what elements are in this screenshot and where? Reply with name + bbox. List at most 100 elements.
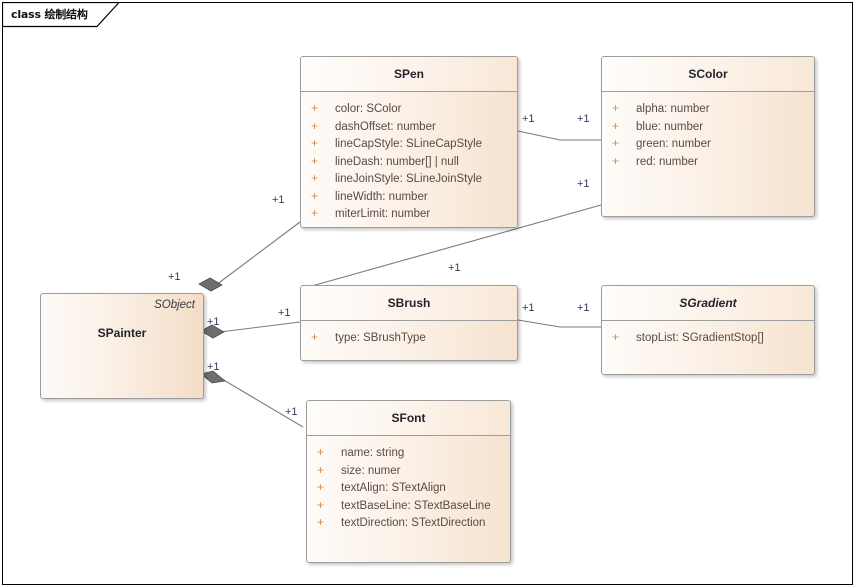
class-name-spen: SPen	[393, 67, 424, 81]
multiplicity-label-painter-bottom: +1	[207, 361, 220, 373]
attribute-row: + dashOffset: number	[301, 118, 517, 136]
attribute-row: + miterLimit: number	[301, 205, 517, 223]
attribute-text: miterLimit: number	[335, 208, 431, 220]
class-header-sfont: SFont	[307, 401, 510, 436]
parent-class-label: SObject	[154, 299, 195, 311]
link-sbrush-scolor	[300, 204, 602, 290]
class-name-spainter: SPainter	[97, 326, 147, 340]
visibility-marker: +	[612, 153, 620, 168]
attribute-row: + lineJoinStyle: SLineJoinStyle	[301, 170, 517, 188]
class-header-spen: SPen	[301, 57, 517, 92]
attribute-row: + green: number	[602, 135, 814, 153]
visibility-marker: +	[317, 515, 325, 529]
multiplicity-label-sbrush-right: +1	[522, 302, 535, 314]
visibility-marker: +	[311, 153, 319, 168]
class-header-sbrush: SBrush	[301, 286, 517, 321]
attribute-text: textDirection: STextDirection	[341, 517, 486, 529]
visibility-marker: +	[311, 206, 319, 220]
attribute-row: + lineWidth: number	[301, 188, 517, 206]
multiplicity-label-sfont-left: +1	[285, 406, 298, 418]
class-box-spen[interactable]: SPen +color: SColor +dashOffset: number …	[300, 56, 518, 228]
attribute-row: +lineCapStyle: SLineCapStyle	[301, 135, 517, 153]
visibility-marker: +	[612, 136, 620, 150]
visibility-marker: +	[317, 445, 325, 459]
multiplicity-label-sbrush-left: +1	[278, 307, 291, 319]
attribute-text: name: string	[341, 447, 405, 459]
attribute-row: + stopList: SGradientStop[]	[602, 329, 814, 347]
link-spainter-sfont	[200, 370, 304, 428]
attribute-row: + name: string	[307, 444, 510, 462]
class-name-sgradient: SGradient	[679, 296, 737, 310]
attribute-row: + textBaseLine: STextBaseLine	[307, 497, 510, 515]
class-attributes-sbrush: + type: SBrushType	[301, 321, 517, 353]
class-box-sbrush[interactable]: SBrush + type: SBrushType	[300, 285, 518, 361]
visibility-marker: +	[311, 136, 319, 150]
visibility-marker: +	[317, 480, 325, 494]
class-attributes-scolor: +alpha: number +blue: number +green: num…	[602, 92, 814, 176]
composition-diamond-icon	[198, 277, 223, 292]
class-box-sfont[interactable]: SFont + name: string + size: numer + textAl…	[306, 400, 511, 563]
visibility-marker: +	[317, 462, 325, 477]
visibility-marker: +	[612, 330, 620, 344]
link-spainter-sbrush	[200, 321, 301, 339]
class-name-scolor: SColor	[688, 67, 728, 81]
attribute-text: blue: number	[636, 120, 704, 133]
class-box-sgradient[interactable]: SGradient + stopList: SGradientStop[]	[601, 285, 815, 375]
class-header-sgradient: SGradient	[602, 286, 814, 321]
multiplicity-label-scolor-left: +1	[577, 113, 590, 125]
class-box-spainter[interactable]: SObject SPainter	[40, 293, 204, 399]
attribute-text: size: numer	[341, 464, 401, 477]
attribute-text: stopList: SGradientStop[]	[636, 332, 764, 344]
multiplicity-label-sbrush-topright: +1	[448, 262, 461, 274]
link-sbrush-sgradient	[517, 319, 601, 328]
class-name-sbrush: SBrush	[387, 296, 431, 310]
visibility-marker: +	[311, 330, 319, 344]
attribute-text: color: SColor	[335, 103, 402, 115]
visibility-marker: +	[311, 171, 319, 185]
composition-diamond-icon	[200, 370, 226, 384]
class-attributes-spen: +color: SColor +dashOffset: number +line…	[301, 92, 517, 227]
class-attributes-sfont: + name: string + size: numer + textAlign: S…	[307, 436, 510, 538]
visibility-marker: +	[311, 118, 319, 133]
attribute-row: + blue: number	[602, 118, 814, 136]
attribute-text: textBaseLine: STextBaseLine	[341, 499, 491, 512]
multiplicity-label-sgradient-left: +1	[577, 302, 590, 314]
attribute-row: + textAlign: STextAlign	[307, 479, 510, 497]
multiplicity-label-scolor-bottom: +1	[577, 178, 590, 190]
attribute-row: + textDirection: STextDirection	[307, 514, 510, 532]
attribute-row: +alpha: number	[602, 100, 814, 118]
attribute-text: lineWidth: number	[335, 190, 428, 203]
attribute-row: + color: SColor	[301, 100, 517, 118]
visibility-marker: +	[311, 188, 319, 203]
multiplicity-label-spen-left: +1	[272, 194, 285, 206]
visibility-marker: +	[317, 497, 325, 512]
attribute-text: alpha: number	[636, 103, 710, 115]
visibility-marker: +	[612, 118, 620, 133]
attribute-text: green: number	[636, 138, 711, 150]
attribute-row: + size: numer	[307, 462, 510, 480]
attribute-text: lineDash: number[] | null	[335, 155, 459, 168]
attribute-row: + red: number	[602, 153, 814, 171]
class-header-scolor: SColor	[602, 57, 814, 92]
attribute-row: + lineDash: number[] | null	[301, 153, 517, 171]
composition-diamond-icon	[200, 324, 225, 339]
link-spen-scolor	[517, 130, 601, 141]
attribute-text: lineJoinStyle: SLineJoinStyle	[335, 173, 483, 185]
page-title: class 绘制结构	[11, 8, 88, 21]
attribute-text: dashOffset: number	[335, 120, 436, 133]
class-box-scolor[interactable]: SColor +alpha: number +blue: number +gre…	[601, 56, 815, 217]
diagram-title-tab: class 绘制结构	[2, 2, 120, 28]
attribute-row: + type: SBrushType	[301, 329, 517, 347]
multiplicity-label-painter-top: +1	[168, 271, 181, 283]
visibility-marker: +	[311, 101, 319, 115]
link-spainter-spen	[198, 221, 301, 292]
attribute-text: type: SBrushType	[335, 332, 426, 344]
attribute-text: red: number	[636, 155, 699, 168]
class-attributes-sgradient: + stopList: SGradientStop[]	[602, 321, 814, 353]
multiplicity-label-spen-right: +1	[522, 113, 535, 125]
attribute-text: textAlign: STextAlign	[341, 482, 446, 494]
title-tab-shape	[2, 2, 120, 28]
